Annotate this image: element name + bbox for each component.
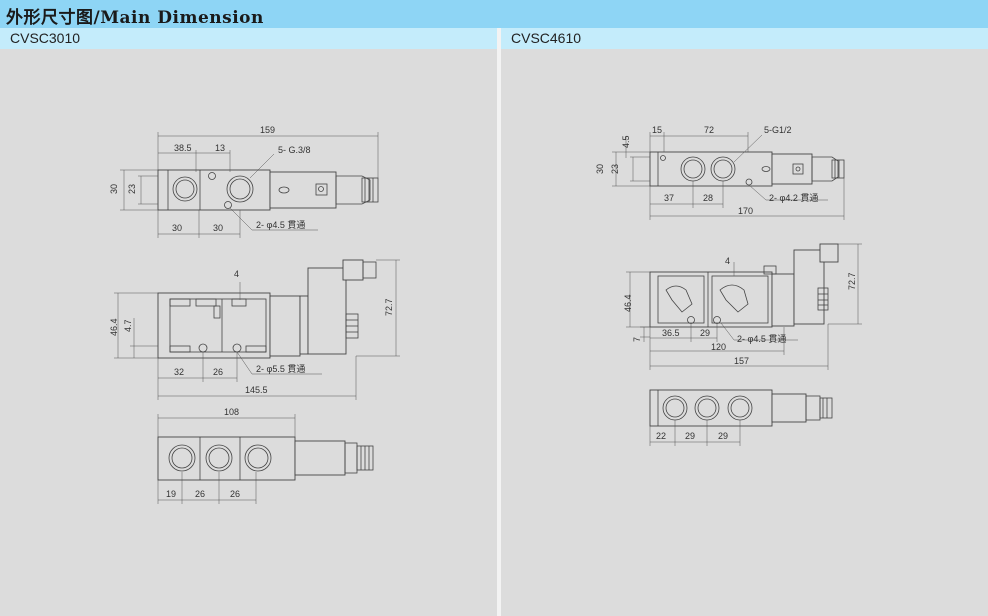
dim-label: 19 (166, 489, 176, 499)
cvsc4610-bottom-view: 22 29 29 (649, 389, 833, 446)
port-label: 5-G1/2 (764, 125, 792, 135)
dim-label: 38.5 (174, 143, 192, 153)
dim-label: 28 (703, 193, 713, 203)
dim-label: 29 (700, 328, 710, 338)
dim-label: 46.4 (623, 294, 633, 312)
dim-label: 108 (224, 407, 239, 417)
dim-label: 29 (718, 431, 728, 441)
dim-label: 22 (656, 431, 666, 441)
dim-label: 30 (109, 184, 119, 194)
dim-label: 26 (195, 489, 205, 499)
model-name-left: CVSC3010 (10, 30, 81, 46)
model-header-left: CVSC3010 (0, 28, 497, 49)
dim-label: 26 (213, 367, 223, 377)
cvsc4610-top-view: 15 72 5-G1/2 30 23 4.5 37 28 2- φ4.2 貫通 … (595, 125, 845, 220)
hole-label: 2- φ5.5 貫通 (256, 364, 305, 374)
hole-label: 2- φ4.5 貫通 (256, 220, 305, 230)
dim-label: 23 (610, 164, 620, 174)
dim-label: 72.7 (384, 298, 394, 316)
dim-label: 72 (704, 125, 714, 135)
hole-label: 2- φ4.2 貫通 (769, 193, 818, 203)
dim-label: 30 (172, 223, 182, 233)
dim-label: 170 (738, 206, 753, 216)
dim-label: 15 (652, 125, 662, 135)
dim-label: 72.7 (847, 272, 857, 290)
cvsc3010-top-view: 159 38.5 13 5- G.3/8 30 23 30 30 2- φ4.5… (109, 125, 379, 238)
dim-label: 26 (230, 489, 240, 499)
dim-label: 4.7 (123, 319, 133, 332)
panel-divider (497, 28, 501, 616)
drawing-panel-right (501, 49, 988, 616)
dim-label: 46.4 (109, 318, 119, 336)
model-name-right: CVSC4610 (511, 30, 582, 46)
dim-label: 7 (632, 337, 642, 342)
cvsc3010-side-view: 4 46.4 4.7 72.7 32 26 2- φ5.5 貫通 145.5 (109, 259, 400, 400)
dim-label: 159 (260, 125, 275, 135)
model-header-right: CVSC4610 (501, 28, 988, 49)
section-header: 外形尺寸图/Main Dimension (0, 0, 988, 28)
dim-label: 30 (213, 223, 223, 233)
hole-label: 2- φ4.5 貫通 (737, 334, 786, 344)
dim-label: 37 (664, 193, 674, 203)
dim-label: 4.5 (621, 135, 631, 148)
dim-label: 32 (174, 367, 184, 377)
section-title: 外形尺寸图/Main Dimension (6, 8, 264, 28)
cvsc3010-bottom-view: 108 19 26 26 (157, 407, 374, 504)
dim-label: 120 (711, 342, 726, 352)
dim-label: 13 (215, 143, 225, 153)
port-label: 5- G.3/8 (278, 145, 311, 155)
dim-label: 36.5 (662, 328, 680, 338)
dim-label: 30 (595, 164, 605, 174)
dim-label: 145.5 (245, 385, 268, 395)
dim-label: 4 (234, 269, 239, 279)
cvsc4610-side-view: 4 46.4 7 72.7 36.5 29 2- φ4.5 貫通 120 157 (623, 243, 862, 370)
dim-label: 23 (127, 184, 137, 194)
dim-label: 4 (725, 256, 730, 266)
dim-label: 157 (734, 356, 749, 366)
dim-label: 29 (685, 431, 695, 441)
